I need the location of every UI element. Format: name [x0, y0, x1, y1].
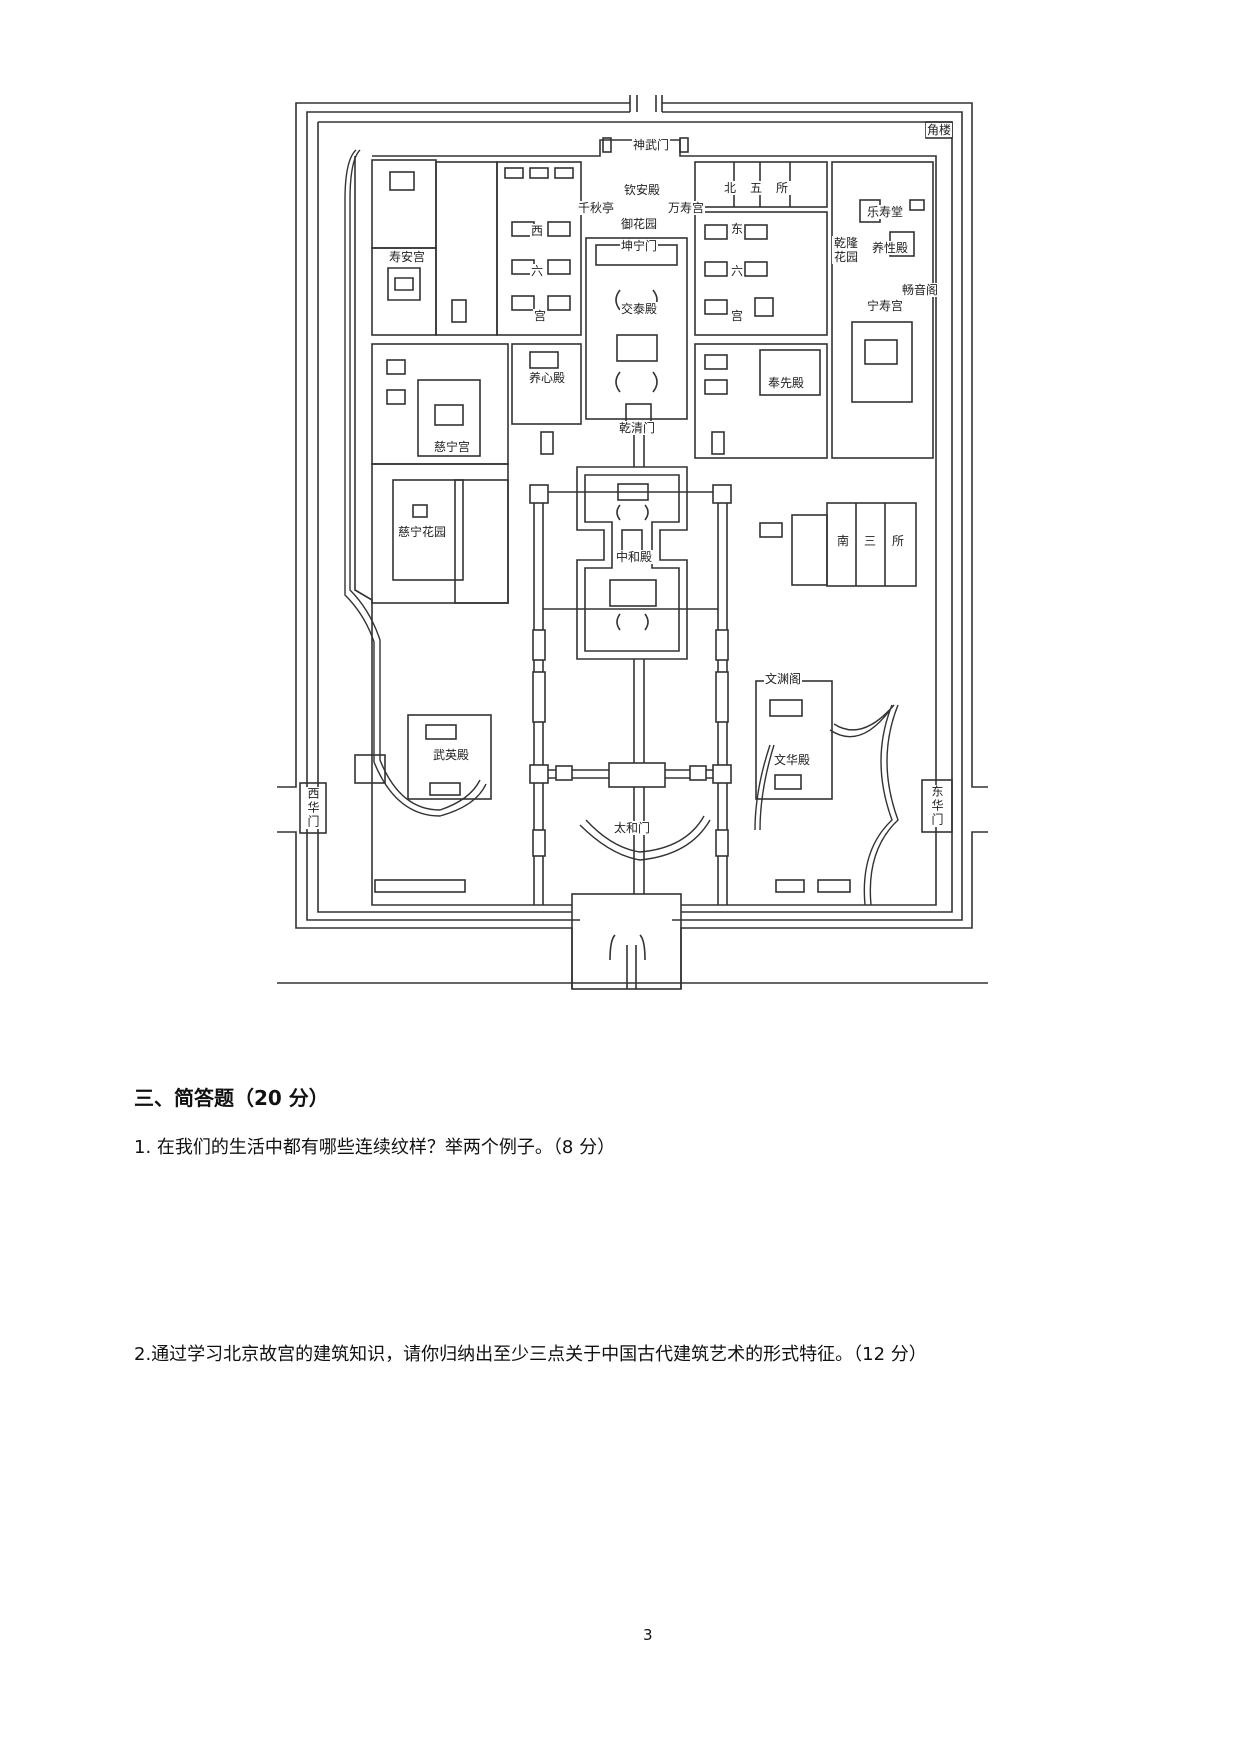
label-fengxiandian: 奉先殿	[766, 376, 806, 390]
label-jiaolou: 角楼	[925, 123, 953, 137]
label-leshoutang: 乐寿堂	[865, 205, 905, 219]
section-heading: 三、简答题（20 分）	[134, 1086, 329, 1110]
label-taihemen: 太和门	[612, 821, 652, 835]
label-dong: 东	[729, 222, 745, 236]
label-gong-west: 宫	[532, 309, 548, 323]
label-xi: 西	[529, 224, 545, 238]
label-gong-east: 宫	[729, 309, 745, 323]
label-yangxindian: 养心殿	[527, 371, 567, 385]
map-drawing	[277, 95, 988, 990]
label-ningshougong: 宁寿宫	[865, 299, 905, 313]
question-2: 2.通过学习北京故宫的建筑知识，请你归纳出至少三点关于中国古代建筑艺术的形式特征…	[134, 1344, 927, 1365]
label-san: 三	[862, 534, 878, 548]
label-suo: 所	[890, 534, 906, 548]
label-liu-west: 六	[529, 264, 545, 278]
label-beiwusuo: 北五所	[722, 181, 804, 195]
label-wenyuange: 文渊阁	[763, 672, 803, 686]
label-qinandian: 钦安殿	[622, 183, 662, 197]
label-qianlong-garden: 乾隆花园	[832, 236, 860, 264]
forbidden-city-map: 神武门 角楼 北五所 钦安殿 千秋亭 万寿宫 御花园 西 东 坤宁门 寿安宫 六…	[277, 95, 988, 990]
question-1: 1. 在我们的生活中都有哪些连续纹样？举两个例子。（8 分）	[134, 1137, 616, 1158]
label-yuhuayuan: 御花园	[619, 217, 659, 231]
label-wuyingdian: 武英殿	[431, 748, 471, 762]
label-donghuamen: 东华门	[929, 785, 945, 827]
page-number: 3	[643, 1626, 653, 1644]
label-changyinge: 畅音阁	[900, 283, 940, 297]
label-wanshougong: 万寿宫	[666, 201, 706, 215]
label-qianqingmen: 乾清门	[617, 421, 657, 435]
label-wenhuadian: 文华殿	[772, 753, 812, 767]
label-shenwumen: 神武门	[631, 138, 671, 152]
label-kunningmen: 坤宁门	[619, 239, 659, 253]
label-zhonghedian: 中和殿	[614, 550, 654, 564]
label-yangxingdian: 养性殿	[870, 241, 910, 255]
label-liu-east: 六	[729, 264, 745, 278]
label-jiaotaidian: 交泰殿	[619, 302, 659, 316]
label-shouangong: 寿安宫	[387, 250, 427, 264]
label-cining-garden: 慈宁花园	[396, 525, 448, 539]
label-cininggong: 慈宁宫	[432, 440, 472, 454]
label-qianqiuting: 千秋亭	[576, 201, 616, 215]
label-nan: 南	[835, 534, 851, 548]
label-xihuamen: 西华门	[305, 787, 321, 829]
